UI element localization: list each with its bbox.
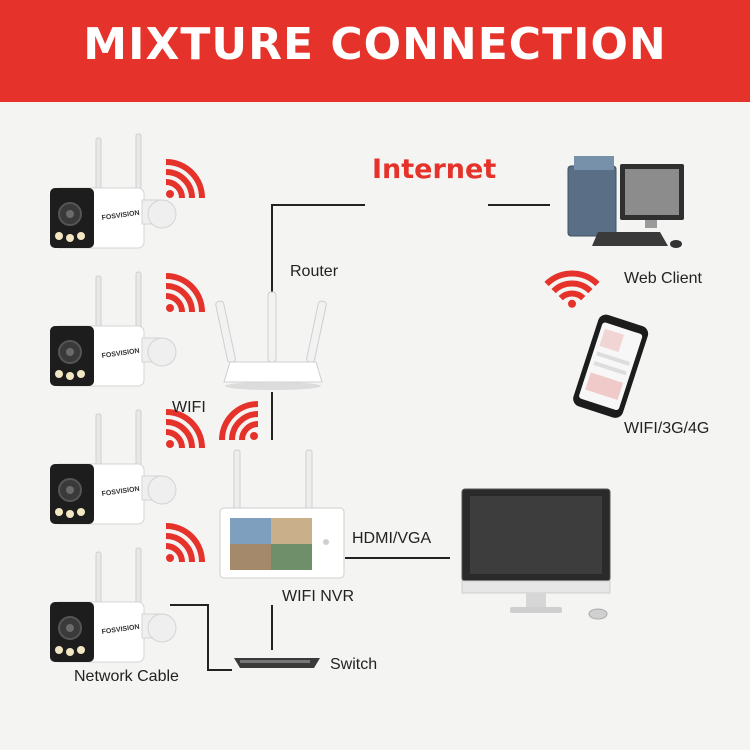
switch-label: Switch [330,656,378,673]
network-cable-label: Network Cable [74,668,179,685]
camera-icon [49,409,177,525]
wifi-signal-icon [547,259,598,310]
router-label: Router [290,263,339,280]
mobile-label: WIFI/3G/4G [624,420,710,437]
wifi-signal-icon [222,404,258,440]
phone-icon [573,314,649,418]
internet-label: Internet [372,154,497,185]
router-icon [215,291,327,390]
camera-icon [49,271,177,387]
monitor-icon [461,488,611,620]
page-title: MIXTURE CONNECTION [83,19,667,70]
wifi-signal-icon [166,162,202,198]
wifi-label: WIFI [172,399,206,416]
switch-icon [234,658,320,668]
wifi-signal-icon [166,412,202,448]
pc-icon [567,156,684,248]
camera-icon [49,547,177,663]
web-client-label: Web Client [624,270,702,287]
nvr-label: WIFI NVR [282,588,354,605]
title-banner [0,0,750,102]
wifi-signal-icon [166,276,202,312]
camera-icon [49,133,177,249]
connection-lines [170,204,550,671]
hdmi-label: HDMI/VGA [352,530,432,547]
nvr-icon [219,449,345,579]
wifi-signal-icon [166,526,202,562]
